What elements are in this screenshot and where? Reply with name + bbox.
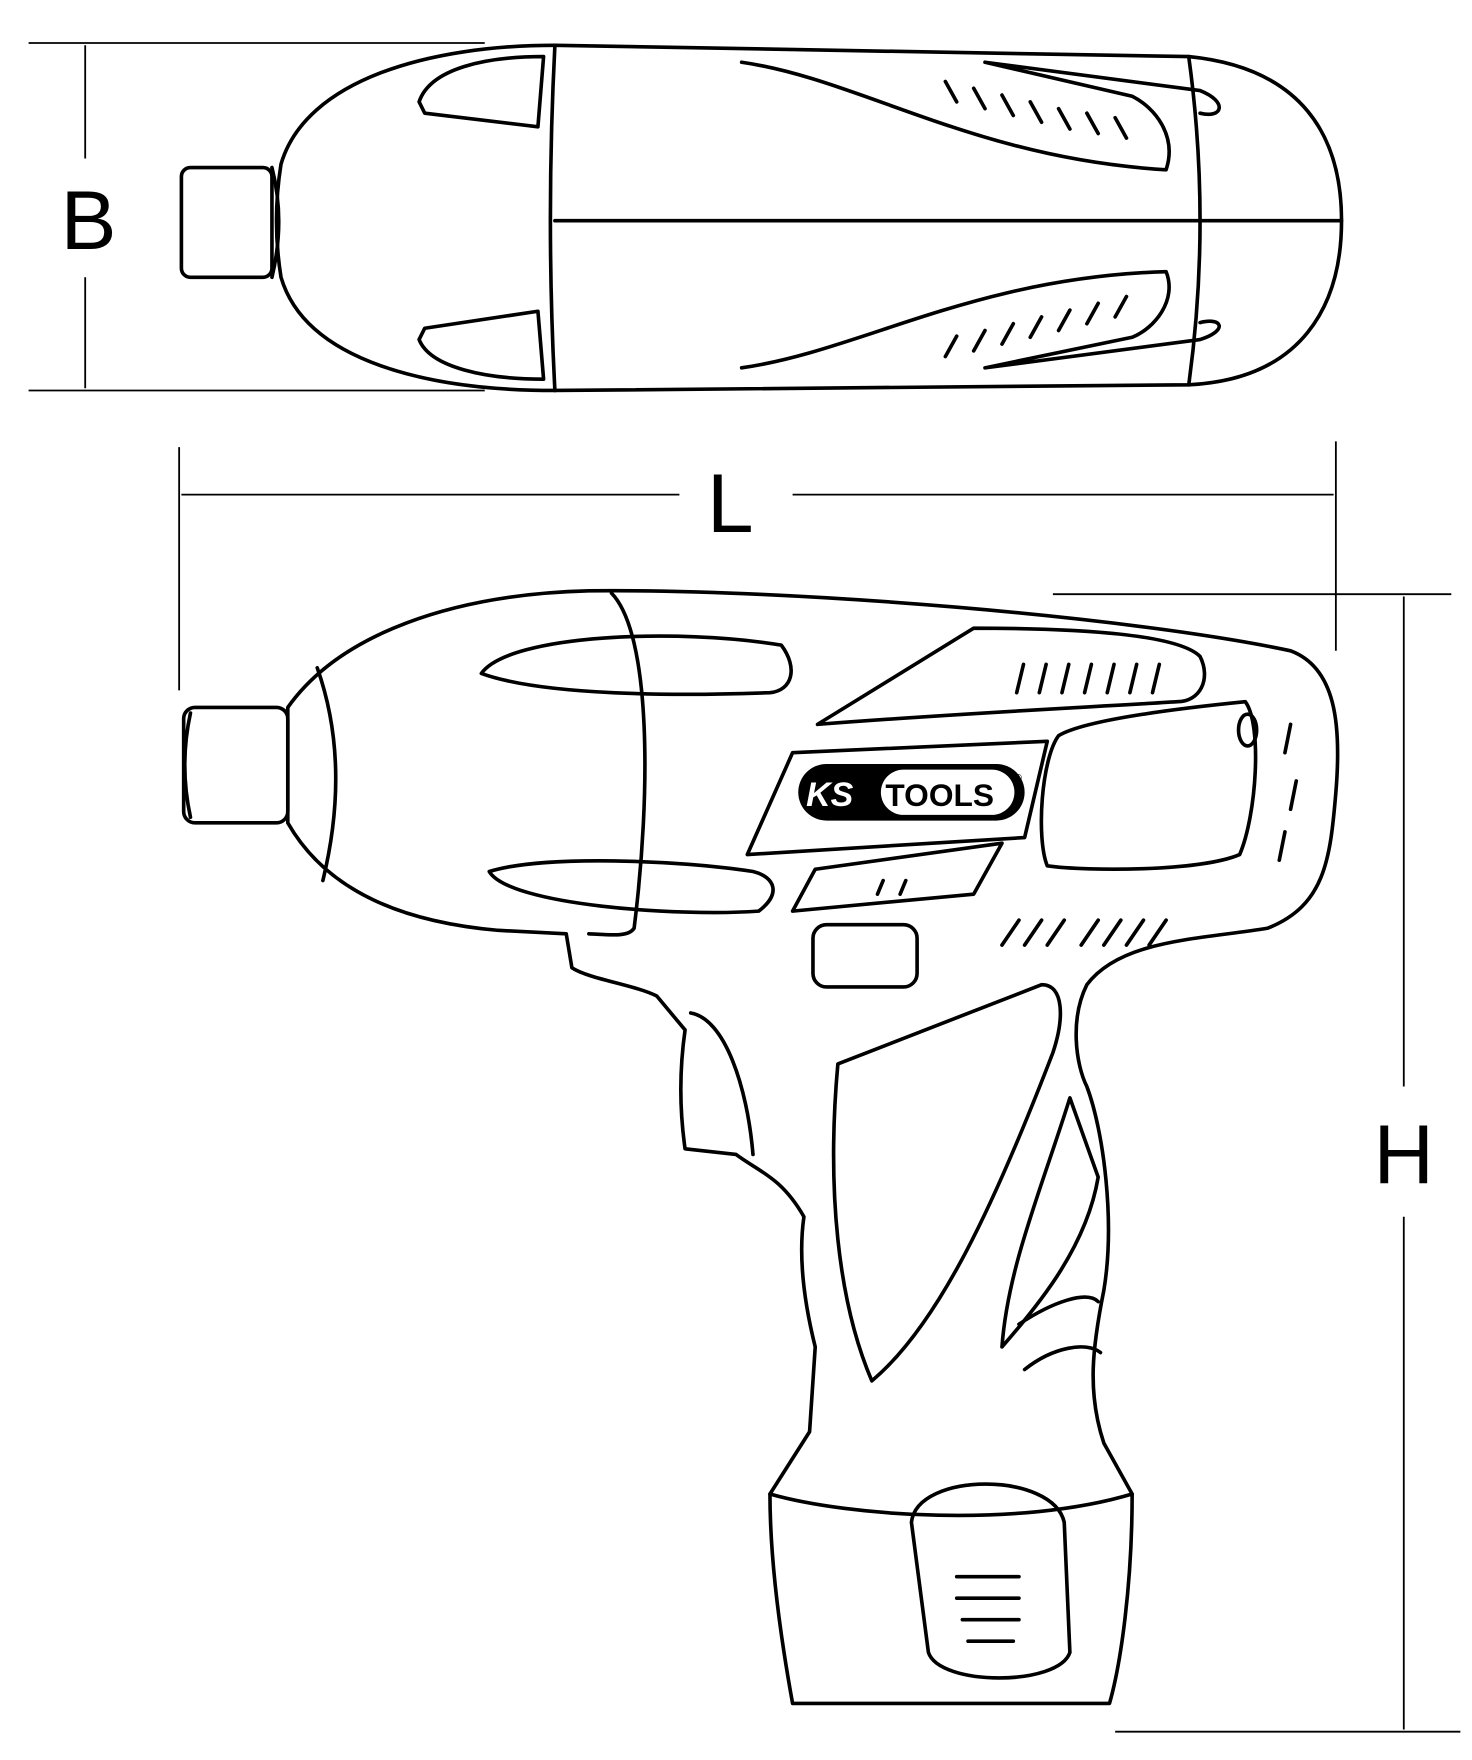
battery-seam <box>768 1492 1134 1518</box>
head-vent-bottom <box>417 309 546 381</box>
chuck-ring <box>270 165 281 280</box>
top-vent-panel <box>815 626 1207 727</box>
grip-rubber <box>1000 1096 1100 1349</box>
nose-seam <box>315 665 338 883</box>
logo-ks: KS <box>806 776 854 814</box>
logo-registered: ® <box>1014 773 1022 784</box>
logo-plate <box>745 739 1050 857</box>
height-dimension: H <box>1052 593 1461 1733</box>
vent-slots-bottom <box>943 294 1129 359</box>
side-chuck-opening <box>183 711 193 819</box>
body-outline-side <box>285 588 1340 1706</box>
side-vent-lower <box>487 859 775 915</box>
grip-front-panel <box>831 982 1063 1383</box>
side-chuck-knurl <box>181 705 290 825</box>
dimension-label-l: L <box>707 456 754 550</box>
head-vent-top <box>417 54 546 129</box>
led-panel <box>790 841 1004 913</box>
length-dimension: L <box>178 441 1337 691</box>
grip-top <box>739 60 1221 172</box>
direction-switch <box>811 922 919 989</box>
led-marks <box>875 878 908 896</box>
side-vent-upper <box>479 634 793 697</box>
logo: KS TOOLS ® <box>745 739 1050 857</box>
dimension-label-h: H <box>1374 1107 1434 1201</box>
logo-badge-inner <box>880 769 1015 815</box>
top-vent-slots <box>1014 662 1162 695</box>
battery-release <box>909 1482 1072 1680</box>
side-grip-panel <box>1039 699 1258 872</box>
rear-slots <box>1277 722 1299 863</box>
side-view: KS TOOLS ® <box>181 588 1340 1706</box>
trigger <box>688 1011 755 1157</box>
grip-ribs <box>1017 1295 1103 1372</box>
grip-bottom <box>739 269 1221 370</box>
side-screw <box>1236 712 1259 748</box>
dimension-label-b: B <box>61 173 117 267</box>
battery-release-ribs <box>954 1574 1021 1643</box>
logo-tools: TOOLS <box>885 777 994 813</box>
body-outline-top <box>274 43 1344 393</box>
lower-vent-slots <box>1000 918 1168 947</box>
chuck-knurl <box>179 165 274 280</box>
top-view: B <box>28 42 1344 393</box>
head-seam <box>548 43 557 393</box>
vent-slots-top <box>943 79 1129 140</box>
head-shell-edge <box>587 591 647 937</box>
